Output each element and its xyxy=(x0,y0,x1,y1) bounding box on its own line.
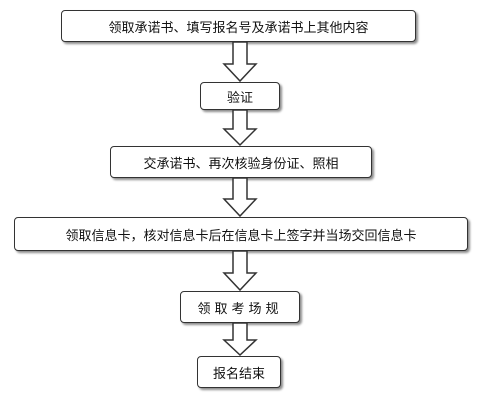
step-2-label: 验证 xyxy=(226,90,253,106)
step-2-verify: 验证 xyxy=(200,82,280,110)
step-6-label: 报名结束 xyxy=(212,366,265,382)
step-4-label: 领取信息卡，核对信息卡后在信息卡上签字并当场交回信息卡 xyxy=(65,228,417,244)
down-arrow-icon xyxy=(222,322,258,357)
down-arrow-icon xyxy=(222,41,258,83)
step-4-info-card: 领取信息卡，核对信息卡后在信息卡上签字并当场交回信息卡 xyxy=(14,217,468,251)
step-1-collect-pledge: 领取承诺书、填写报名号及承诺书上其他内容 xyxy=(61,10,416,42)
down-arrow-icon xyxy=(222,177,258,218)
step-5-exam-rules: 领取考场规 xyxy=(180,291,300,323)
step-5-label: 领取考场规 xyxy=(197,301,283,317)
down-arrow-icon xyxy=(222,109,258,147)
step-1-label: 领取承诺书、填写报名号及承诺书上其他内容 xyxy=(108,20,369,36)
step-6-end: 报名结束 xyxy=(197,356,281,388)
down-arrow-icon xyxy=(222,250,258,292)
step-3-submit-pledge: 交承诺书、再次核验身份证、照相 xyxy=(110,146,372,178)
step-3-label: 交承诺书、再次核验身份证、照相 xyxy=(143,156,339,172)
